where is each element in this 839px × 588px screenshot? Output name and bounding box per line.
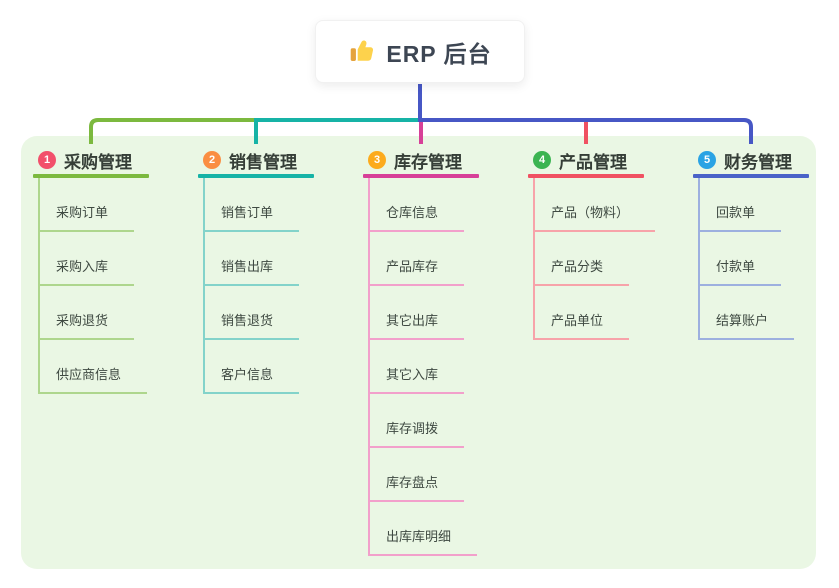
- child-node[interactable]: 其它出库: [368, 286, 465, 340]
- branch-number-badge: 2: [203, 151, 221, 169]
- branch-children: 产品（物料）产品分类产品单位: [533, 178, 656, 340]
- child-node[interactable]: 客户信息: [203, 340, 300, 394]
- branch-title: 产品管理: [559, 152, 627, 172]
- child-node[interactable]: 采购订单: [38, 178, 135, 232]
- branch-header[interactable]: 4 产品管理: [528, 146, 655, 174]
- branch-number-badge: 5: [698, 151, 716, 169]
- branch-title: 财务管理: [724, 152, 792, 172]
- child-node[interactable]: 销售订单: [203, 178, 300, 232]
- branch-underline: [693, 174, 809, 178]
- branch-header[interactable]: 1 采购管理: [33, 146, 149, 174]
- branch-node-1: 1 采购管理 采购订单采购入库采购退货供应商信息: [33, 146, 149, 394]
- child-node[interactable]: 付款单: [698, 232, 782, 286]
- child-node[interactable]: 销售退货: [203, 286, 300, 340]
- branch-underline: [33, 174, 149, 178]
- branch-children: 采购订单采购入库采购退货供应商信息: [38, 178, 149, 394]
- branch-number-badge: 3: [368, 151, 386, 169]
- branch-children: 仓库信息产品库存其它出库其它入库库存调拨库存盘点出库库明细: [368, 178, 479, 556]
- branch-number-badge: 4: [533, 151, 551, 169]
- branch-child-connector: [38, 178, 40, 394]
- branch-underline: [528, 174, 644, 178]
- branch-node-3: 3 库存管理 仓库信息产品库存其它出库其它入库库存调拨库存盘点出库库明细: [363, 146, 479, 556]
- child-node[interactable]: 出库库明细: [368, 502, 478, 556]
- child-node[interactable]: 产品（物料）: [533, 178, 656, 232]
- child-node[interactable]: 销售出库: [203, 232, 300, 286]
- branch-child-connector: [533, 178, 535, 340]
- child-node[interactable]: 产品单位: [533, 286, 630, 340]
- branch-number-badge: 1: [38, 151, 56, 169]
- branch-title: 采购管理: [64, 152, 132, 172]
- branch-header[interactable]: 3 库存管理: [363, 146, 479, 174]
- branch-node-2: 2 销售管理 销售订单销售出库销售退货客户信息: [198, 146, 314, 394]
- branch-title: 库存管理: [394, 152, 462, 172]
- child-node[interactable]: 产品分类: [533, 232, 630, 286]
- branch-node-5: 5 财务管理 回款单付款单结算账户: [693, 146, 809, 340]
- branch-children: 销售订单销售出库销售退货客户信息: [203, 178, 314, 394]
- branch-underline: [198, 174, 314, 178]
- child-node[interactable]: 库存调拨: [368, 394, 465, 448]
- branch-child-connector: [203, 178, 205, 394]
- branch-title: 销售管理: [229, 152, 297, 172]
- child-node[interactable]: 库存盘点: [368, 448, 465, 502]
- branch-header[interactable]: 5 财务管理: [693, 146, 809, 174]
- child-node[interactable]: 结算账户: [698, 286, 795, 340]
- child-node[interactable]: 回款单: [698, 178, 782, 232]
- mindmap-canvas: [21, 136, 816, 569]
- branch-header[interactable]: 2 销售管理: [198, 146, 314, 174]
- child-node[interactable]: 采购退货: [38, 286, 135, 340]
- root-node-label: ERP 后台: [386, 40, 492, 67]
- child-node[interactable]: 供应商信息: [38, 340, 148, 394]
- child-node[interactable]: 产品库存: [368, 232, 465, 286]
- child-node[interactable]: 其它入库: [368, 340, 465, 394]
- branch-child-connector: [368, 178, 370, 556]
- child-node[interactable]: 仓库信息: [368, 178, 465, 232]
- branch-underline: [363, 174, 479, 178]
- child-node[interactable]: 采购入库: [38, 232, 135, 286]
- branch-child-connector: [698, 178, 700, 340]
- branch-children: 回款单付款单结算账户: [698, 178, 809, 340]
- thumbs-up-icon: [348, 38, 375, 65]
- branch-node-4: 4 产品管理 产品（物料）产品分类产品单位: [528, 146, 656, 340]
- root-node[interactable]: ERP 后台: [315, 20, 525, 83]
